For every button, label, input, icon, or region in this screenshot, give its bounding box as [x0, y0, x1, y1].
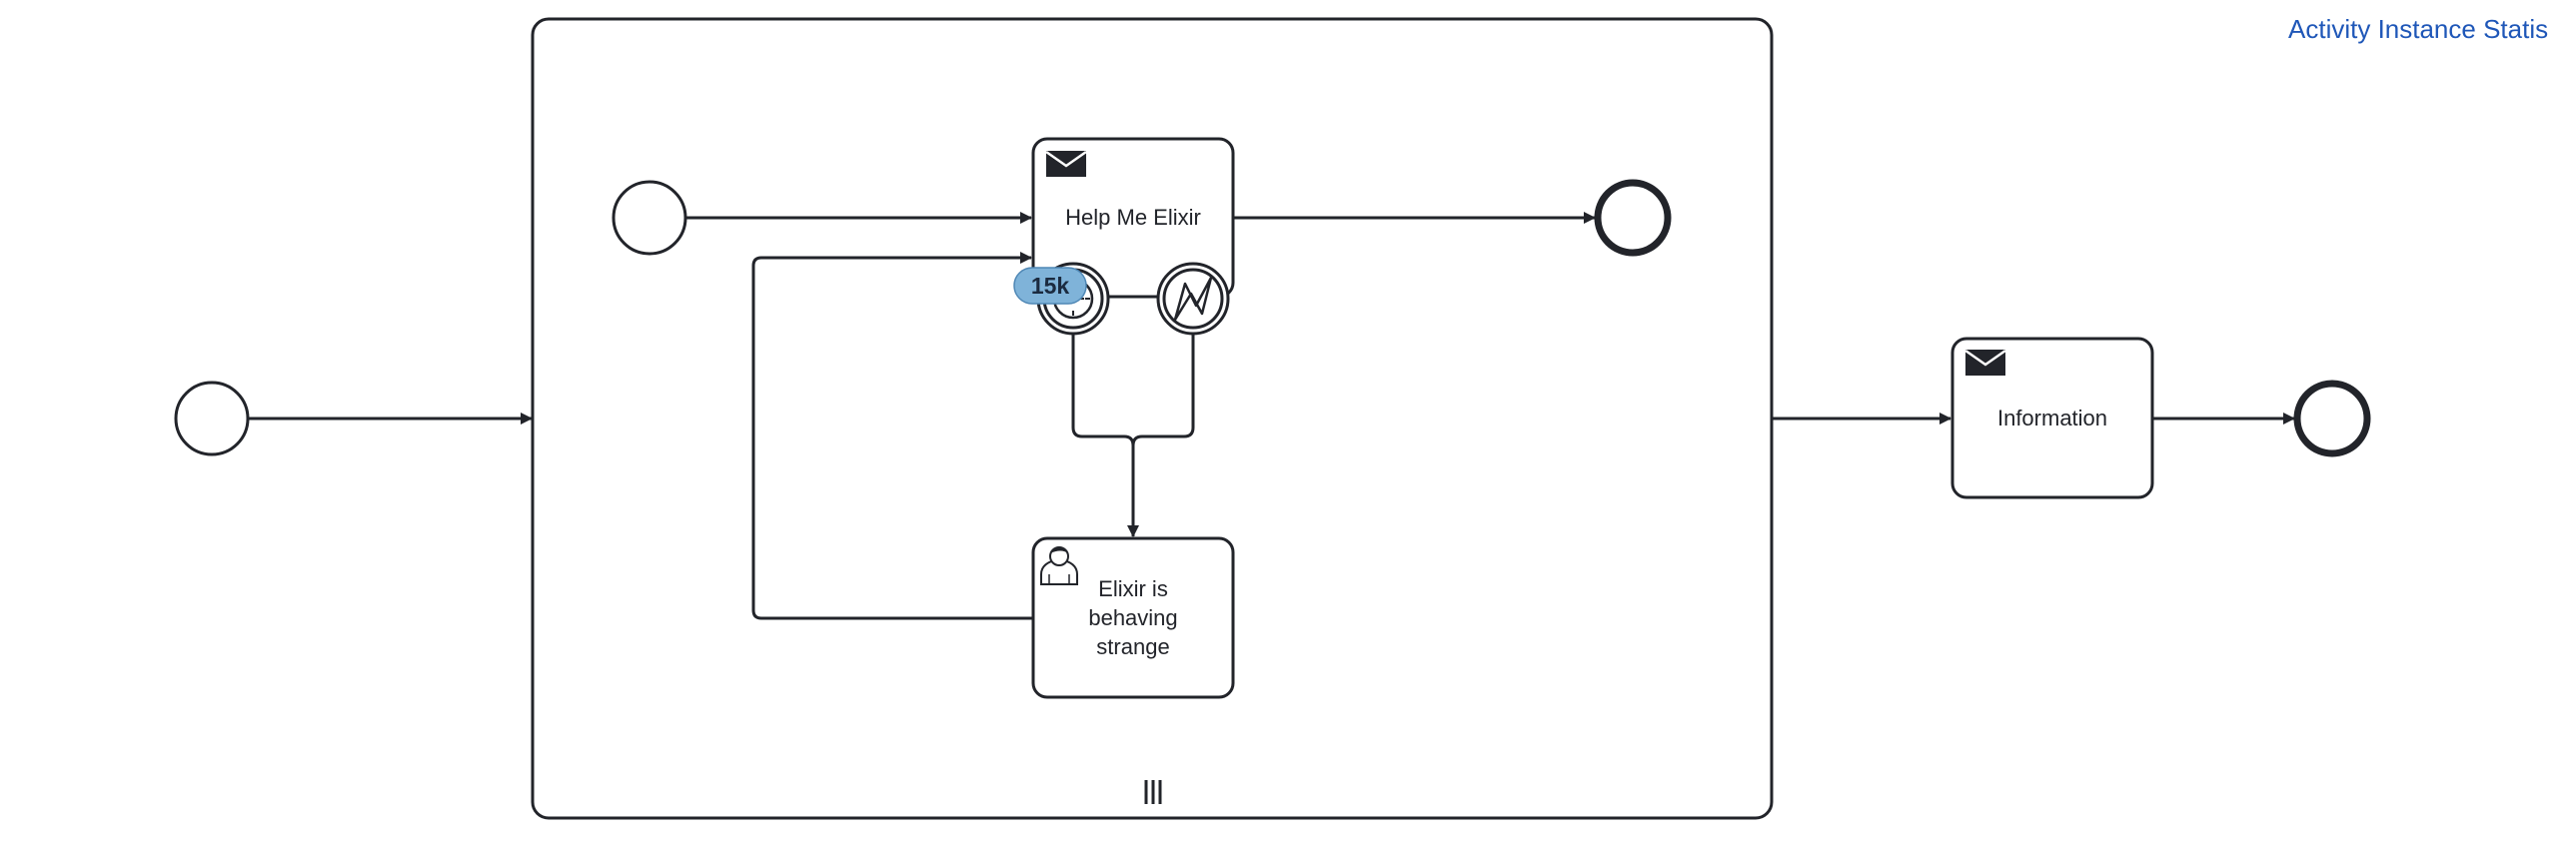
- task-help-me-elixir[interactable]: Help Me Elixir: [1031, 137, 1235, 299]
- task-help-me-elixir-label: Help Me Elixir: [1065, 205, 1201, 230]
- instance-count-badge-label: 15k: [1031, 273, 1070, 299]
- multi-instance-parallel-icon: [1144, 780, 1162, 804]
- error-boundary-event[interactable]: [1156, 262, 1230, 336]
- task-elixir-behaving-strange[interactable]: Elixir is behaving strange: [1031, 536, 1235, 699]
- start-event-inner[interactable]: [612, 180, 687, 256]
- end-event-outer[interactable]: [2293, 380, 2371, 457]
- start-event-outer[interactable]: [174, 381, 250, 456]
- error-icon: [1173, 276, 1213, 322]
- end-event-inner[interactable]: [1594, 179, 1672, 257]
- activity-instance-statistics-title[interactable]: Activity Instance Statis: [2288, 14, 2549, 44]
- envelope-icon: [1045, 150, 1087, 177]
- task-elixir-strange-label-line2: behaving: [1088, 605, 1177, 630]
- task-information[interactable]: Information: [1950, 337, 2154, 499]
- task-elixir-strange-label-line3: strange: [1096, 634, 1169, 659]
- task-elixir-strange-label-line1: Elixir is: [1098, 576, 1168, 601]
- sequence-flow-loop-back[interactable]: [751, 252, 1033, 620]
- user-icon: [1040, 546, 1078, 585]
- envelope-icon: [1964, 349, 2006, 376]
- sequence-flow-error-to-strange: [1131, 334, 1195, 446]
- instance-count-badge[interactable]: 15k: [1013, 267, 1087, 305]
- task-information-label: Information: [1997, 406, 2107, 430]
